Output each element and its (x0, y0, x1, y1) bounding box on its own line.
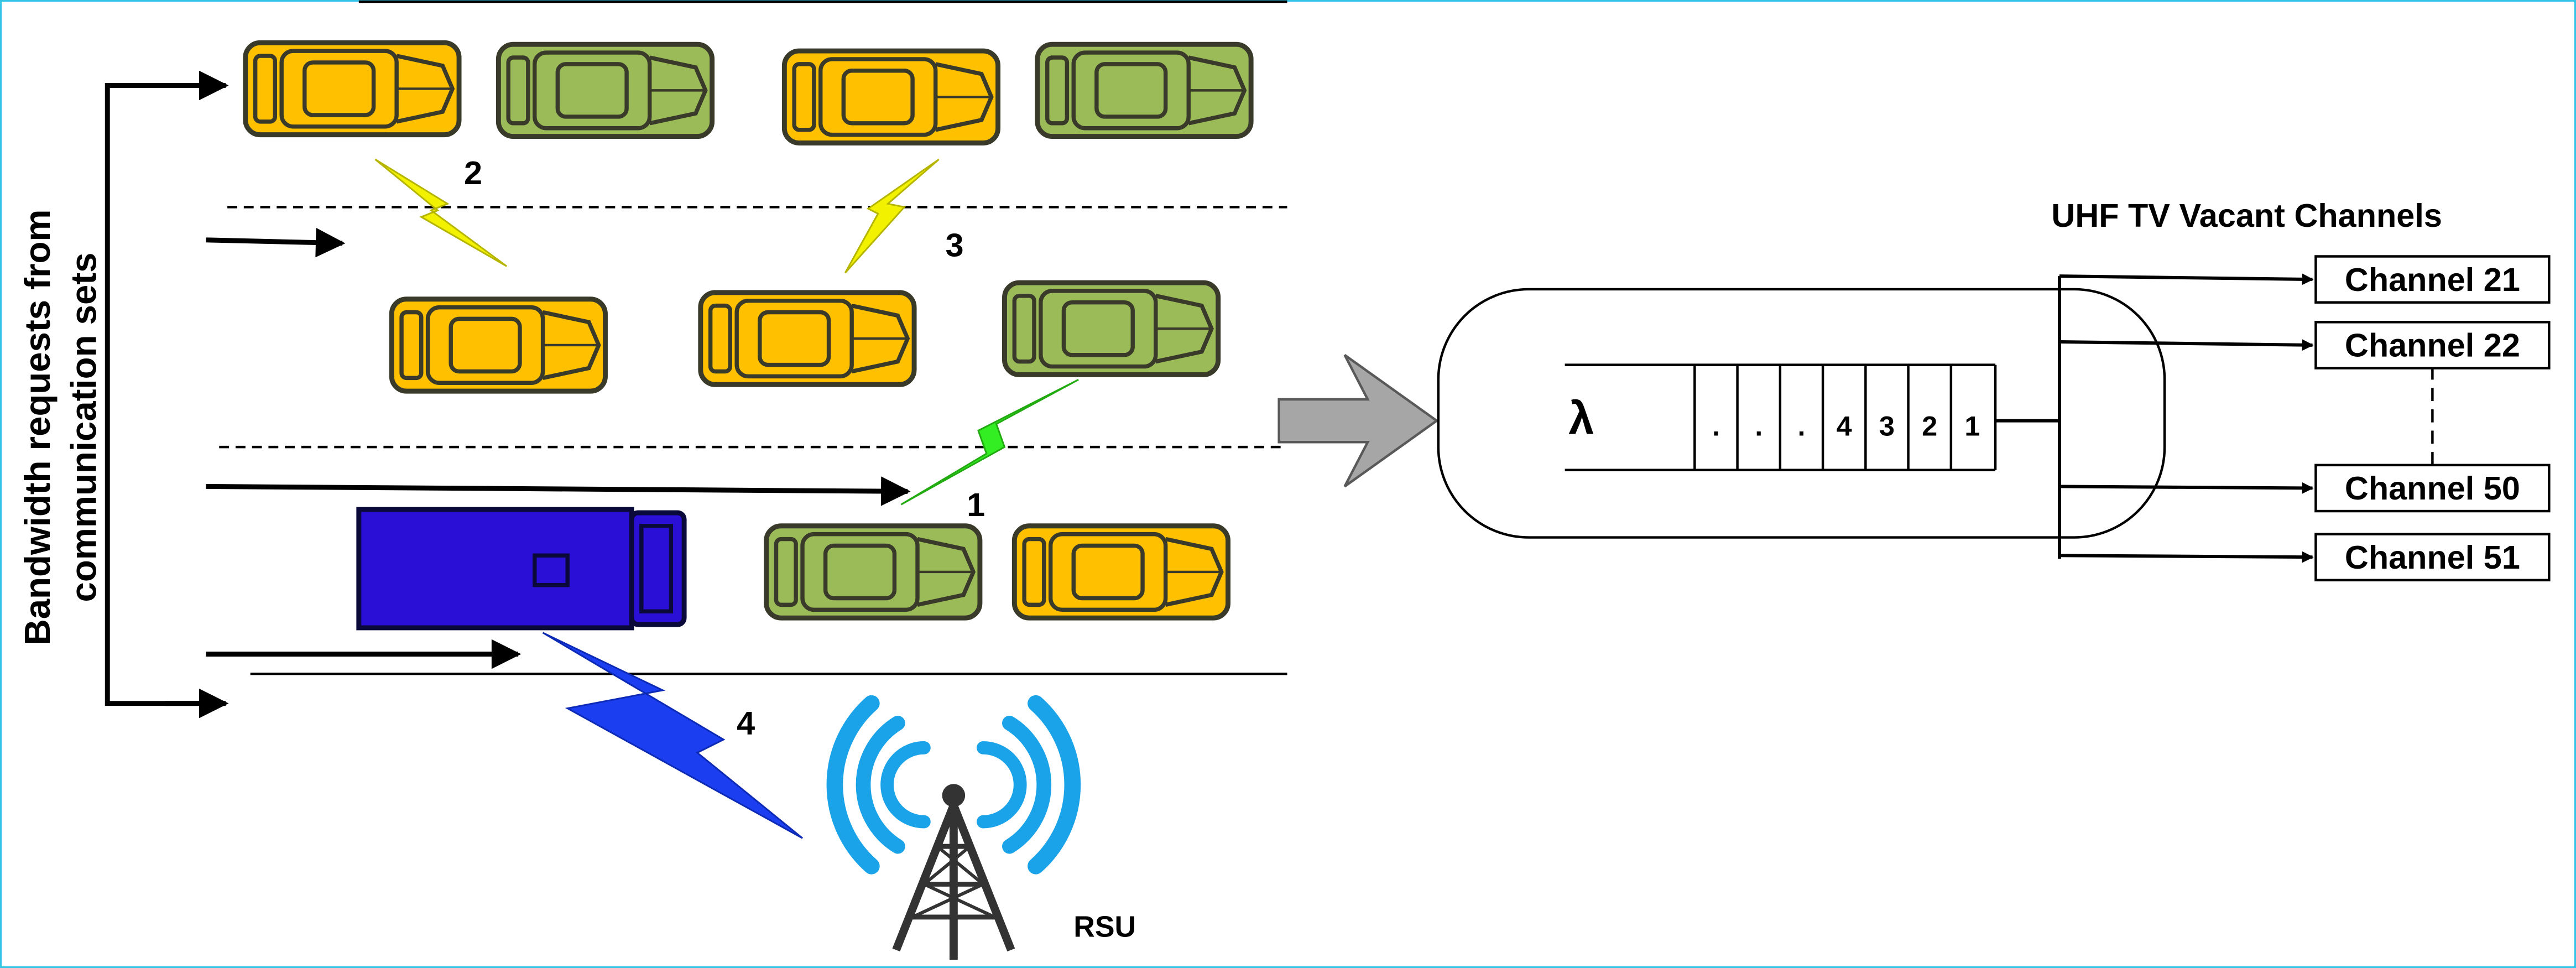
vehicles (246, 43, 1251, 631)
tower-icon (892, 804, 1015, 960)
queue-slot: . (1797, 410, 1805, 441)
channel-box (2314, 464, 2551, 513)
car-yellow (392, 299, 605, 391)
link-number-1: 1 (967, 486, 985, 523)
channel-label: Channel 51 (2345, 539, 2520, 576)
rsu-label: RSU (1073, 911, 1136, 944)
channels-title: UHF TV Vacant Channels (2051, 197, 2442, 234)
antenna-tip-icon (942, 784, 966, 807)
queue-slot: 3 (1879, 410, 1895, 441)
channel-list: Channel 21 Channel 22 Channel 50 Channel… (2314, 255, 2551, 582)
queue-slot: . (1712, 410, 1720, 441)
side-label-line2: communication sets (63, 253, 103, 602)
scheduler-outline (1437, 288, 2166, 539)
channel-box (2314, 321, 2551, 369)
truck-blue (356, 507, 687, 631)
link-2-bolt (374, 158, 508, 267)
link-4-bolt (542, 632, 803, 839)
queue-slot: 2 (1922, 410, 1937, 441)
queue-slot: . (1755, 410, 1762, 441)
wireless-links (374, 158, 1079, 839)
channel-arrow (2059, 339, 2314, 351)
queue-scheduler: λ . . . 4 3 2 1 (1437, 276, 2166, 559)
channel-arrow (2059, 482, 2314, 494)
channel-box (2314, 533, 2551, 582)
car-yellow (246, 43, 459, 134)
rsu-tower (826, 695, 1081, 960)
lane-arrows (206, 227, 911, 669)
request-bracket-line (105, 83, 223, 706)
link-number-4: 4 (737, 705, 755, 742)
car-green (766, 526, 980, 618)
channel-label: Channel 50 (2345, 470, 2520, 507)
car-green (1037, 44, 1251, 136)
channel-arrows (2059, 273, 2434, 563)
car-yellow (701, 293, 914, 384)
link-1-bolt (900, 379, 1079, 506)
flow-arrow-icon (1277, 353, 1439, 488)
side-label-line1: Bandwidth requests from (17, 209, 58, 645)
road (219, 0, 1287, 675)
queue-slot: 1 (1964, 410, 1980, 441)
lane-arrow (206, 476, 911, 506)
signal-wave-icon (826, 695, 1081, 875)
channel-box (2314, 255, 2551, 304)
channel-arrow (2059, 273, 2314, 285)
queue-slot: 4 (1837, 410, 1852, 441)
car-yellow (784, 51, 998, 143)
request-bracket (105, 70, 229, 719)
link-number-2: 2 (464, 154, 482, 191)
car-green (498, 44, 712, 136)
link-3-bolt (844, 158, 940, 274)
lane-arrow (206, 227, 346, 258)
queue-slot-dividers (1693, 365, 1997, 470)
car-green (1004, 283, 1218, 374)
car-yellow (1014, 526, 1228, 618)
arrival-rate-symbol: λ (1568, 392, 1594, 444)
channel-label: Channel 21 (2345, 261, 2520, 298)
channel-label: Channel 22 (2345, 327, 2520, 364)
channel-arrow (2059, 551, 2314, 563)
link-number-3: 3 (946, 226, 964, 263)
